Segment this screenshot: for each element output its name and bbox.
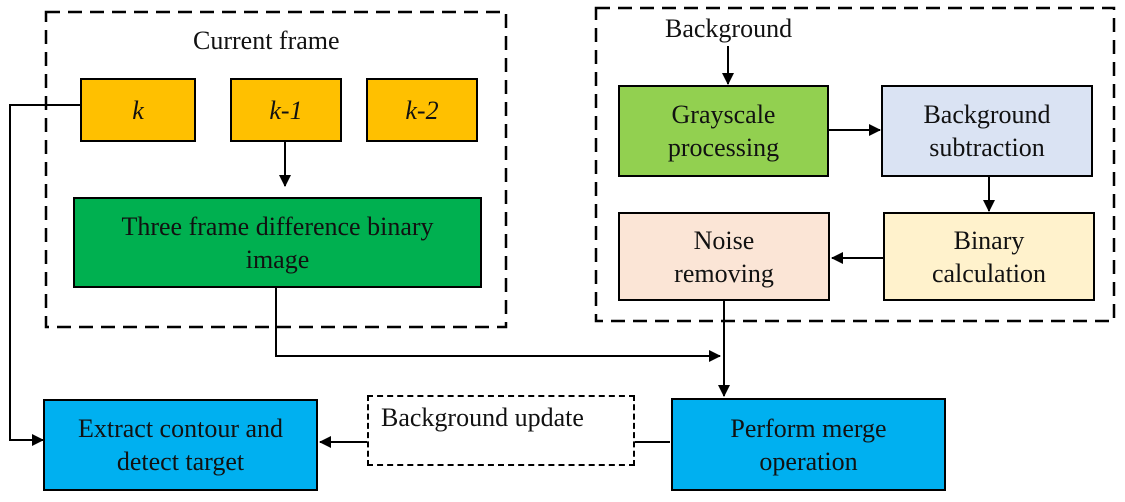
background-subtraction-box: Background subtraction [881, 85, 1093, 177]
current-frame-group-border [44, 10, 508, 329]
extract-contour-box: Extract contour and detect target [43, 399, 318, 491]
arrow-difference-to-merge [275, 288, 721, 362]
background-update-label: Background update [367, 395, 635, 466]
current-frame-title: Current frame [193, 26, 340, 55]
background-input-label: Background [665, 14, 793, 43]
perform-merge-box: Perform merge operation [671, 398, 946, 491]
three-frame-difference-box: Three frame difference binary image [73, 197, 482, 288]
binary-calculation-box: Binary calculation [883, 212, 1095, 301]
frame-k-box: k [80, 78, 196, 142]
grayscale-processing-box: Grayscale processing [618, 85, 829, 177]
frame-k-1-box: k-1 [230, 78, 342, 142]
frame-k-2-box: k-2 [366, 78, 478, 142]
noise-removing-box: Noise removing [618, 212, 830, 301]
background-group-border [594, 6, 1116, 323]
arrow-k-to-extract [9, 104, 80, 446]
